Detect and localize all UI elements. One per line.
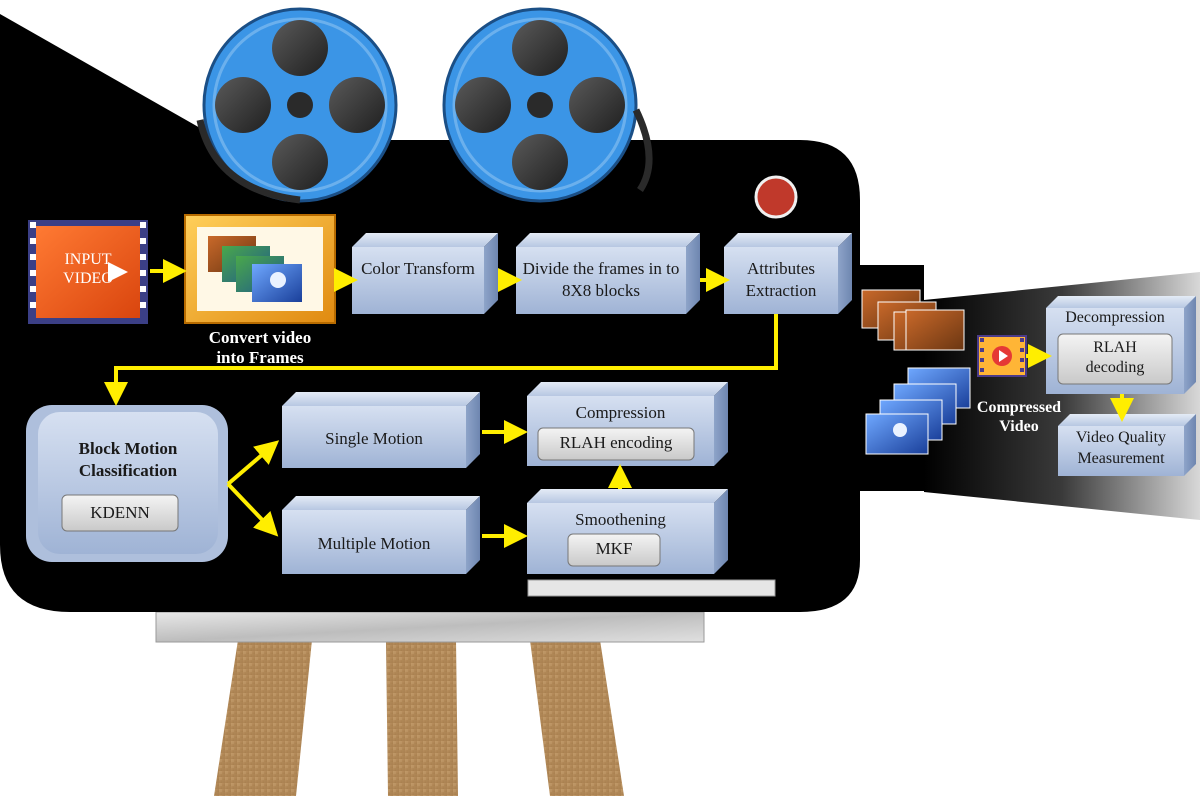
divide-blocks-label: Divide the frames in to 8X8 blocks xyxy=(522,259,680,301)
input-video-icon xyxy=(28,220,148,324)
smoothening-box xyxy=(527,489,728,574)
rlah-encoding-label: RLAH encoding xyxy=(559,433,673,452)
color-transform-label: Color Transform xyxy=(361,259,475,278)
frames-picture-icon xyxy=(184,214,336,324)
single-motion-label: Single Motion xyxy=(325,429,423,448)
single-motion-box xyxy=(282,392,480,468)
input-video-label: INPUT VIDEO xyxy=(63,251,113,288)
compression-box xyxy=(527,382,728,466)
decompression-box xyxy=(1046,296,1196,394)
record-button-icon xyxy=(754,175,798,219)
arrow-to-multiple-motion xyxy=(226,482,279,537)
arrow-attributes-to-classification xyxy=(104,314,778,406)
decoded-frames-icon xyxy=(861,289,965,351)
film-reel-right xyxy=(442,7,653,203)
tripod-plate xyxy=(155,611,705,643)
smoothening-label: Smoothening xyxy=(575,510,666,529)
compressed-video-label: Compressed Video xyxy=(976,399,1062,436)
attributes-extraction-box xyxy=(724,233,852,314)
color-transform-box xyxy=(352,233,498,314)
divide-blocks-box xyxy=(516,233,700,314)
video-quality-box xyxy=(1058,414,1196,476)
tripod-leg-right xyxy=(530,640,624,796)
kdenn-label: KDENN xyxy=(90,503,150,522)
convert-frames-label: Convert video into Frames xyxy=(208,328,312,368)
rlah-decoding-label: RLAH decoding xyxy=(1085,339,1145,376)
multiple-motion-box xyxy=(282,496,480,574)
compression-label: Compression xyxy=(575,403,666,422)
film-reel-left xyxy=(196,7,398,204)
flow-arrows xyxy=(104,259,1134,548)
decompression-label: Decompression xyxy=(1065,309,1165,326)
video-quality-label: Video Quality Measurement xyxy=(1075,429,1167,467)
tripod-leg-left xyxy=(214,640,312,796)
tripod xyxy=(155,611,705,796)
mkf-label: MKF xyxy=(595,539,633,558)
compressed-video-icon xyxy=(977,335,1027,377)
arrow-to-single-motion xyxy=(226,440,280,486)
tray-bar xyxy=(527,579,776,597)
compressed-frames-icon xyxy=(865,367,971,455)
attributes-extraction-label: Attributes Extraction xyxy=(745,259,817,301)
block-motion-box xyxy=(26,405,228,562)
multiple-motion-label: Multiple Motion xyxy=(317,534,431,553)
block-motion-label: Block Motion Classification xyxy=(78,439,178,481)
tripod-leg-middle xyxy=(386,640,458,796)
